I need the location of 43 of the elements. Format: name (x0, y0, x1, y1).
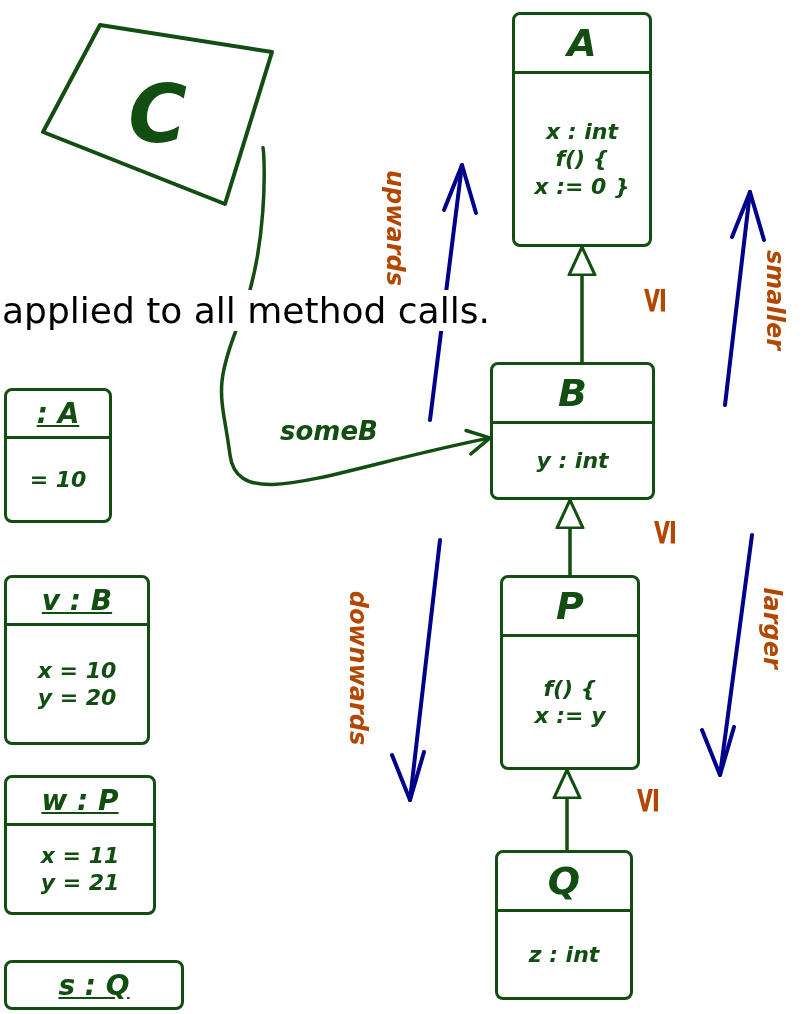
attribute-value: = 10 (28, 465, 88, 494)
class-box (490, 362, 655, 500)
class-name: B (493, 365, 652, 424)
attribute-value: x = 10 (36, 656, 118, 684)
class-box (512, 12, 652, 247)
object-name: : A (7, 391, 109, 439)
handwritten-note: downwards (343, 590, 372, 746)
class-box (495, 850, 633, 1000)
object-box (4, 775, 156, 915)
inheritance-arrow (555, 498, 585, 577)
object-name: s : Q (57, 968, 131, 1004)
inheritance-arrow (552, 768, 582, 852)
object-box (4, 960, 184, 1010)
handwritten-note: upwards (380, 170, 409, 286)
attribute-value: y = 20 (36, 684, 118, 712)
order-symbol: ≤ (624, 784, 666, 816)
inheritance-arrow (567, 245, 597, 364)
note-text: applied to all method calls. (2, 290, 490, 331)
class-box (40, 22, 275, 207)
class-name: C (127, 67, 188, 163)
object-name: w : P (7, 778, 153, 826)
attribute-value: y = 21 (39, 869, 121, 897)
class-member: y : int (535, 446, 610, 475)
class-member: f() { (554, 145, 610, 173)
class-member: x : int (544, 117, 620, 146)
handwritten-note: smaller (761, 249, 790, 351)
reference-arrow (219, 146, 492, 487)
order-symbol: ≤ (631, 284, 673, 316)
class-member: x := 0 } (532, 172, 631, 201)
class-name: Q (498, 853, 630, 912)
edge-label: someB (280, 416, 378, 446)
object-box (4, 388, 112, 523)
class-box (500, 575, 640, 770)
object-box (4, 575, 150, 745)
class-member: z : int (527, 940, 601, 969)
class-name: A (515, 15, 649, 74)
handwritten-note: larger (757, 587, 786, 669)
class-name: P (503, 578, 637, 637)
order-symbol: ≤ (641, 516, 683, 548)
class-member: f() { (542, 674, 598, 702)
attribute-value: x = 11 (39, 841, 121, 869)
class-member: x := y (533, 702, 607, 730)
object-name: v : B (7, 578, 147, 626)
